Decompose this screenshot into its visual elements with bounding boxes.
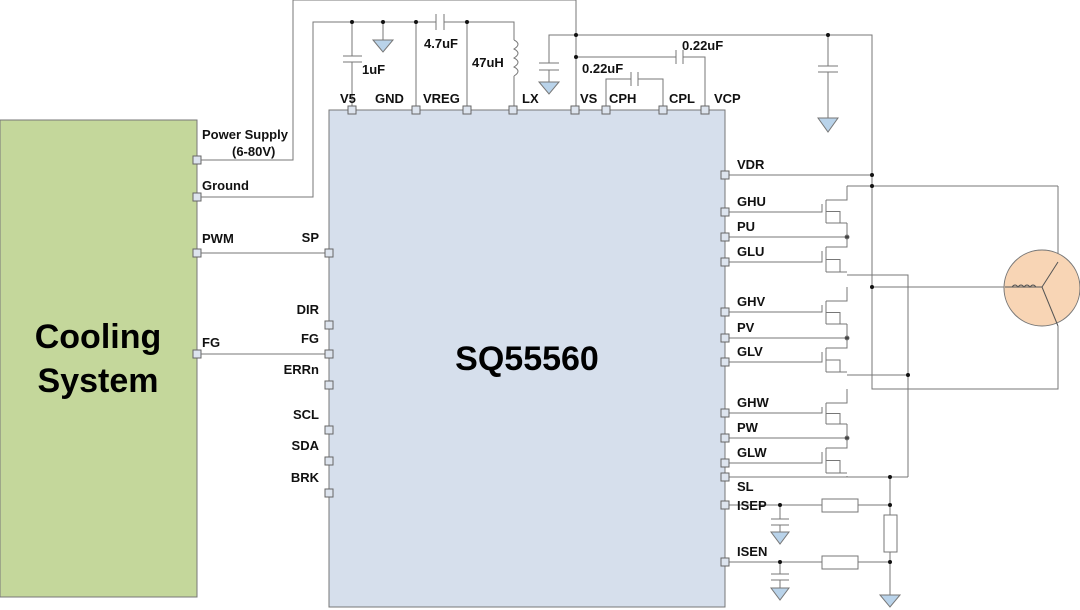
chip-pin-right xyxy=(720,232,730,242)
chip-pin-right xyxy=(720,557,730,567)
half-bridges xyxy=(729,186,908,477)
chip-pin-right xyxy=(720,433,730,443)
cooling-system-block xyxy=(0,119,198,598)
chip-pin-label: DIR xyxy=(297,302,320,317)
pin-ground: Ground xyxy=(202,178,249,193)
comp-47uh: 47uH xyxy=(472,55,504,70)
chip-pin-right xyxy=(720,458,730,468)
chip-pin-right xyxy=(720,333,730,343)
pin-pwm: PWM xyxy=(202,231,234,246)
chip-pin-label: GLW xyxy=(737,445,767,460)
chip-pin-label: PW xyxy=(737,420,759,435)
comp-0-22uf-vcp: 0.22uF xyxy=(682,38,723,53)
chip-pin-label: GHW xyxy=(737,395,770,410)
chip-pin-right xyxy=(720,408,730,418)
chip-pin-label: SP xyxy=(302,230,320,245)
chip-pin-top xyxy=(700,105,710,115)
chip-pin-label: VS xyxy=(580,91,598,106)
chip-pin-label: GHU xyxy=(737,194,766,209)
controller-pins xyxy=(192,155,202,359)
chip-body xyxy=(328,109,726,608)
chip-pin-left xyxy=(324,248,334,258)
chip-pin-label: GLV xyxy=(737,344,763,359)
chip-pin-label: ISEN xyxy=(737,544,767,559)
chip-pin-left xyxy=(324,380,334,390)
chip-name: SQ55560 xyxy=(455,340,599,378)
pin-fg-ctrl: FG xyxy=(202,335,220,350)
chip-pin-top xyxy=(411,105,421,115)
chip-pin-label: PU xyxy=(737,219,755,234)
chip-pin-label: GND xyxy=(375,91,404,106)
chip-pin-left xyxy=(324,320,334,330)
chip-pin-label: FG xyxy=(301,331,319,346)
cooling-system-title-2: System xyxy=(38,362,159,400)
comp-1uf: 1uF xyxy=(362,62,385,77)
chip-pin-label: VREG xyxy=(423,91,460,106)
chip-pin-label: GLU xyxy=(737,244,764,259)
chip-pin-label: LX xyxy=(522,91,539,106)
ground-symbols xyxy=(371,39,902,608)
cooling-system-title-1: Cooling xyxy=(35,318,162,356)
chip-pin-right xyxy=(720,472,730,482)
chip-pin-top xyxy=(508,105,518,115)
chip-pin-label: CPH xyxy=(609,91,636,106)
comp-0-22uf-cph: 0.22uF xyxy=(582,61,623,76)
chip-pin-label: VCP xyxy=(714,91,741,106)
chip-pin-left xyxy=(324,456,334,466)
chip-pin-left xyxy=(324,488,334,498)
chip-pin-right xyxy=(720,357,730,367)
chip-pin-label: GHV xyxy=(737,294,766,309)
chip-pin-left xyxy=(324,425,334,435)
chip-pin-label: SL xyxy=(737,479,754,494)
chip-pin-right xyxy=(720,170,730,180)
chip-pin-label: BRK xyxy=(291,470,320,485)
chip-pin-top xyxy=(601,105,611,115)
comp-4-7uf: 4.7uF xyxy=(424,36,458,51)
chip-pin-label: CPL xyxy=(669,91,695,106)
chip-pin-top xyxy=(347,105,357,115)
chip-pin-label: PV xyxy=(737,320,755,335)
chip-pin-right xyxy=(720,257,730,267)
chip-pin-right xyxy=(720,307,730,317)
junction-dots xyxy=(350,20,910,564)
chip-pin-label: ISEP xyxy=(737,498,767,513)
chip-pin-label: ERRn xyxy=(284,362,319,377)
pin-power-range: (6-80V) xyxy=(232,144,275,159)
chip-pin-top xyxy=(658,105,668,115)
chip-pin-right xyxy=(720,500,730,510)
chip-pin-label: SCL xyxy=(293,407,319,422)
chip-pin-left xyxy=(324,349,334,359)
chip-pin-top xyxy=(570,105,580,115)
wires xyxy=(201,0,1059,595)
chip-pin-label: VDR xyxy=(737,157,765,172)
pin-power-supply: Power Supply xyxy=(202,127,289,142)
chip-pin-top xyxy=(462,105,472,115)
chip-pin-label: SDA xyxy=(292,438,320,453)
motor xyxy=(1003,249,1080,327)
chip-pin-label: V5 xyxy=(340,91,356,106)
chip-pin-right xyxy=(720,207,730,217)
